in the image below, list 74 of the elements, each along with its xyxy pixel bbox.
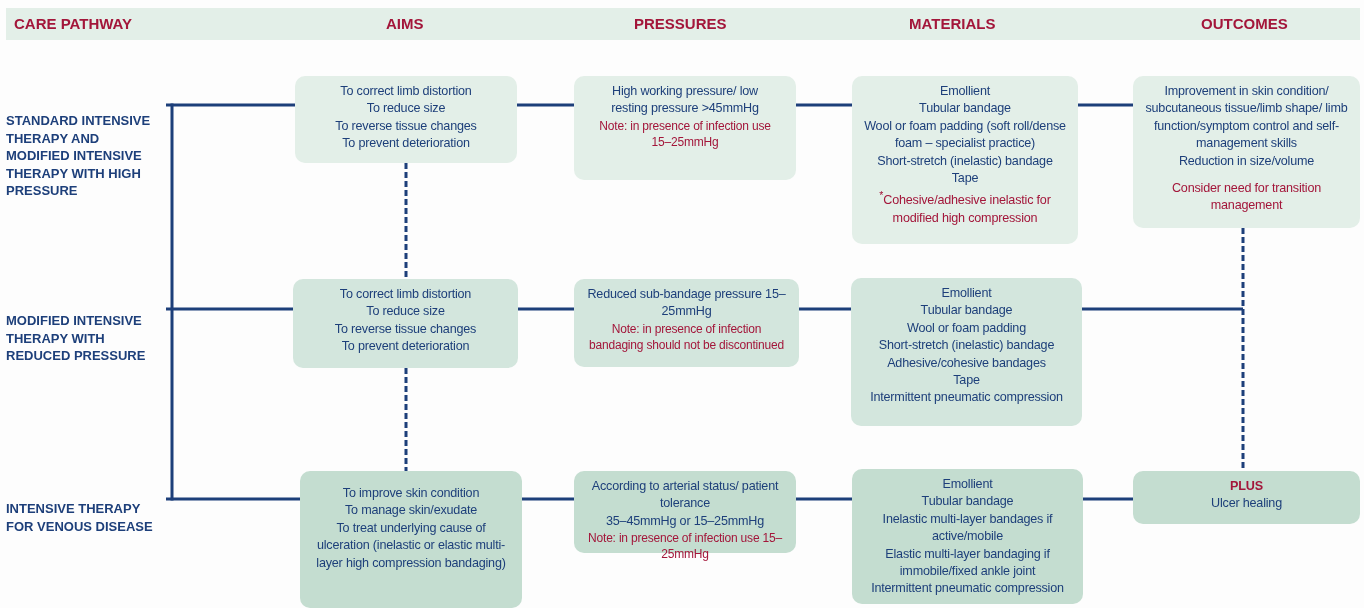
box-text: To reverse tissue changes xyxy=(334,117,478,135)
box-text: High working pressure/ low resting pressure >45mmHg xyxy=(610,83,760,118)
connector xyxy=(166,497,300,501)
box-text: To manage skin/exudate xyxy=(343,502,479,520)
box-text: To reduce size xyxy=(365,303,446,321)
connector xyxy=(517,103,574,107)
note-text: Note: in presence of infection use 15–25mmHg xyxy=(598,117,772,150)
box-text: Wool or foam padding (soft roll/dense foam – specialist practice) xyxy=(863,117,1067,153)
dashed-connector xyxy=(404,368,408,471)
box-text: Tubular bandage xyxy=(919,302,1014,320)
box-text: To treat underlying cause of ulceration (inelastic or elastic multi-layer high compression bandaging) xyxy=(315,519,507,572)
pathway-label: MODIFIED INTENSIVE THERAPY WITH REDUCED PRESSURE xyxy=(6,312,147,365)
box-text: Reduction in size/volume xyxy=(1177,152,1316,170)
connector xyxy=(522,497,574,501)
info-box xyxy=(1133,471,1360,524)
connector xyxy=(1078,103,1133,107)
note-text: Note: in presence of infection bandaging should not be discontinued xyxy=(588,320,785,353)
info-box xyxy=(852,469,1083,604)
pathway-label: STANDARD INTENSIVE THERAPY AND MODIFIED INTENSIVE THERAPY WITH HIGH PRESSURE xyxy=(6,112,152,200)
column-heading: AIMS xyxy=(386,15,424,32)
box-text: Elastic multi-layer bandaging if immobile/fixed ankle joint xyxy=(884,545,1051,581)
connector xyxy=(1083,497,1133,501)
box-text: Intermittent pneumatic compression xyxy=(869,389,1064,407)
note-text: Consider need for transition management xyxy=(1170,180,1323,215)
box-text: Tape xyxy=(952,372,981,390)
note-text: PLUS xyxy=(1229,478,1264,495)
box-text: Tubular bandage xyxy=(918,100,1012,118)
connector xyxy=(166,103,295,107)
box-text: Reduced sub-bandage pressure 15–25mmHg xyxy=(586,286,787,321)
box-text: Tubular bandage xyxy=(920,493,1015,511)
info-box xyxy=(574,76,796,180)
column-heading: CARE PATHWAY xyxy=(14,15,133,32)
connector xyxy=(799,307,851,311)
box-text: Short-stretch (inelastic) bandage xyxy=(877,337,1056,355)
connector xyxy=(518,307,574,311)
box-text: To correct limb distortion xyxy=(339,83,473,100)
box-text: Emollient xyxy=(939,83,991,100)
box-text: To prevent deterioration xyxy=(341,135,471,153)
dashed-connector xyxy=(1241,228,1245,471)
box-text: Ulcer healing xyxy=(1210,495,1283,513)
box-text: Tape xyxy=(950,170,980,188)
info-box xyxy=(851,278,1082,426)
connector xyxy=(796,103,852,107)
box-text: To correct limb distortion xyxy=(338,286,473,303)
column-heading: OUTCOMES xyxy=(1201,15,1288,32)
box-text: Adhesive/cohesive bandages xyxy=(886,354,1047,372)
box-text: 35–45mmHg or 15–25mmHg xyxy=(605,512,765,530)
connector xyxy=(796,497,852,501)
column-heading: MATERIALS xyxy=(909,15,996,32)
column-heading: PRESSURES xyxy=(634,15,727,32)
box-text: To reverse tissue changes xyxy=(333,320,478,338)
info-box xyxy=(852,76,1078,244)
info-box xyxy=(1133,76,1360,228)
box-text: To reduce size xyxy=(365,100,447,118)
note-text: $^{*}$Cohesive/adhesive inelastic for modified high compression xyxy=(878,188,1052,228)
note-text: Note: in presence of infection use 15–25mmHg xyxy=(588,530,782,563)
box-text: Wool or foam padding xyxy=(906,319,1027,337)
box-text: Short-stretch (inelastic) bandage xyxy=(876,152,1054,170)
connector xyxy=(166,307,293,311)
box-text: Emollient xyxy=(941,476,994,493)
box-text: Inelastic multi-layer bandages if active/mobile xyxy=(881,510,1054,546)
box-text: Improvement in skin condition/ subcutaneous tissue/limb shape/ limb function/symptom control and self-management skills xyxy=(1144,83,1349,153)
info-box xyxy=(300,471,522,608)
box-text: To improve skin condition xyxy=(341,485,481,502)
box-text: Emollient xyxy=(940,285,993,302)
info-box xyxy=(293,279,518,368)
box-text: To prevent deterioration xyxy=(340,338,471,356)
connector xyxy=(1082,307,1243,311)
pathway-label: INTENSIVE THERAPY FOR VENOUS DISEASE xyxy=(6,500,154,536)
info-box xyxy=(574,279,799,367)
box-text: Intermittent pneumatic compression xyxy=(870,580,1065,598)
info-box xyxy=(295,76,517,163)
box-text: According to arterial status/ patient tolerance xyxy=(590,478,780,513)
dashed-connector xyxy=(404,163,408,279)
